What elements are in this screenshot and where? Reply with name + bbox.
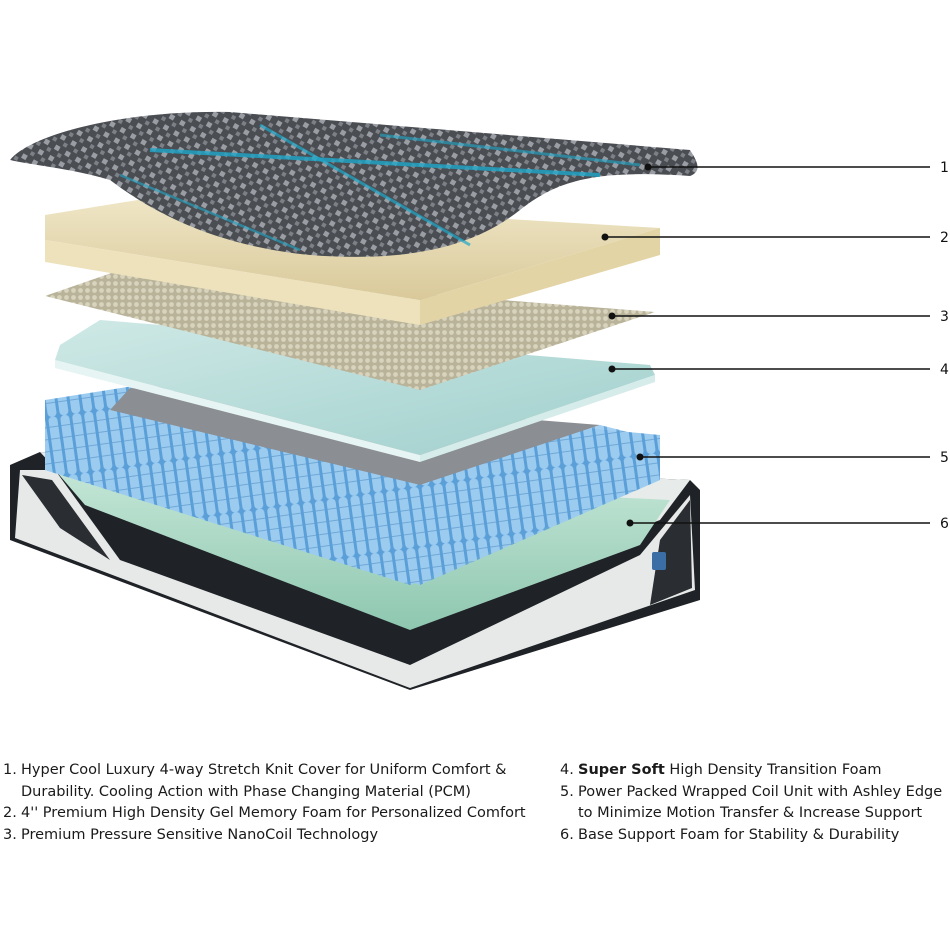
legend-item-2: 2. 4'' Premium High Density Gel Memory F… xyxy=(3,803,543,825)
nanocoil-layer xyxy=(45,270,655,390)
legend-item-4: 4. Super Soft High Density Transition Fo… xyxy=(560,760,950,782)
callout-number-3: 3 xyxy=(940,309,949,325)
legend-number: 6. xyxy=(560,826,574,843)
legend-text-rest: High Density Transition Foam xyxy=(664,762,882,778)
legend-item-6: 6. Base Support Foam for Stability & Dur… xyxy=(560,825,950,847)
callout-lines xyxy=(605,166,930,524)
callout-number-2: 2 xyxy=(940,230,949,246)
legend-number: 5. xyxy=(560,783,574,800)
legend-item-1: 1. Hyper Cool Luxury 4-way Stretch Knit … xyxy=(3,760,543,803)
legend-text: Premium Pressure Sensitive NanoCoil Tech… xyxy=(21,826,379,843)
callout-number-4: 4 xyxy=(940,362,949,378)
legend-item-5: 5. Power Packed Wrapped Coil Unit with A… xyxy=(560,782,950,825)
legend-text: Super Soft High Density Transition Foam xyxy=(578,760,882,782)
legend-number: 2. xyxy=(3,805,17,821)
callout-number-6: 6 xyxy=(940,516,949,532)
legend-text: Hyper Cool Luxury 4-way Stretch Knit Cov… xyxy=(21,762,507,800)
legend-text: Power Packed Wrapped Coil Unit with Ashl… xyxy=(578,783,943,822)
legend-number: 1. xyxy=(3,762,17,778)
legend-text: Base Support Foam for Stability & Durabi… xyxy=(578,826,900,843)
callout-dots xyxy=(601,163,652,527)
legend-right-column: 4. Super Soft High Density Transition Fo… xyxy=(560,760,950,846)
knit-cover-layer xyxy=(10,111,698,257)
legend-item-3: 3. Premium Pressure Sensitive NanoCoil T… xyxy=(3,825,543,847)
legend-left-column: 1. Hyper Cool Luxury 4-way Stretch Knit … xyxy=(3,760,543,846)
legend-text: 4'' Premium High Density Gel Memory Foam… xyxy=(21,805,526,821)
legend-number: 4. xyxy=(560,762,574,778)
callout-number-1: 1 xyxy=(940,160,949,176)
callout-number-5: 5 xyxy=(940,450,949,466)
mattress-layers-illustration: 1 2 3 4 5 6 xyxy=(10,111,949,690)
legend-emphasis: Super Soft xyxy=(578,762,665,778)
legend-number: 3. xyxy=(3,826,17,843)
